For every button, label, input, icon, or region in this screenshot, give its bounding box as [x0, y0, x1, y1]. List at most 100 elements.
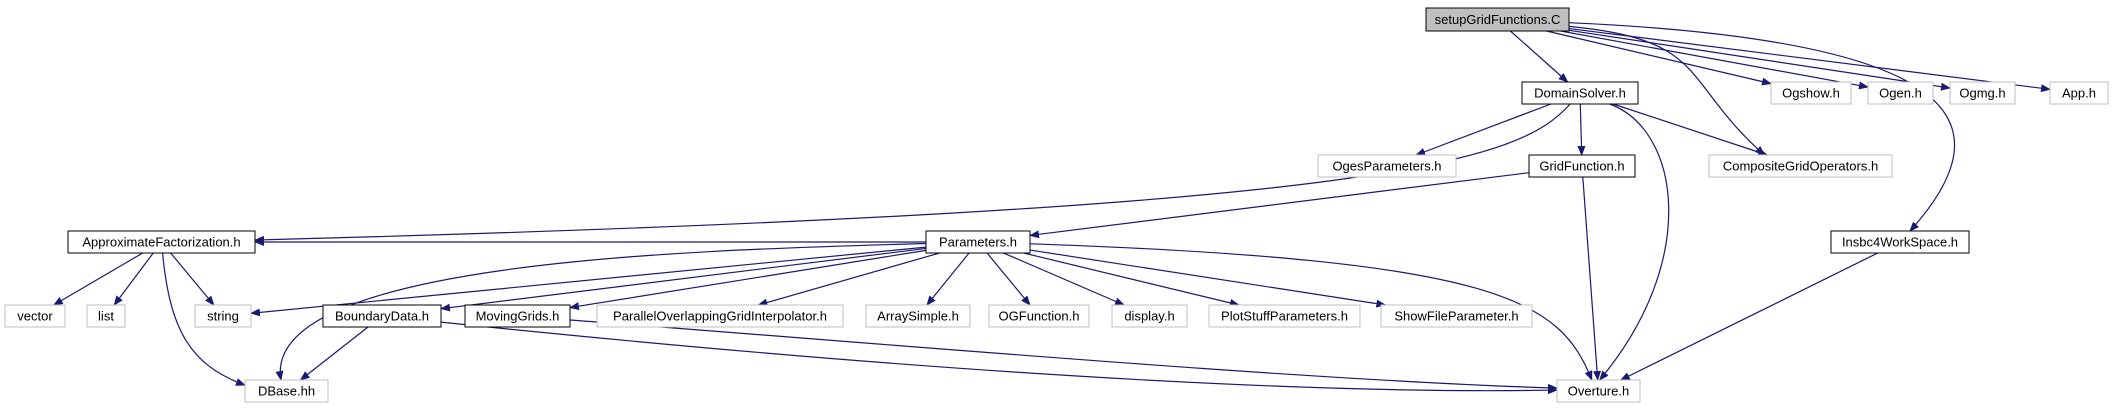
node-label: ApproximateFactorization.h — [82, 235, 240, 250]
edge-domainsolver-to-compgridops — [1613, 103, 1769, 156]
node-box — [1830, 230, 1970, 254]
node-label: ParallelOverlappingGridInterpolator.h — [613, 309, 827, 324]
node-box — [865, 304, 971, 328]
node-box — [988, 304, 1090, 328]
edge-parameters-to-string — [250, 246, 927, 317]
node-box — [2049, 81, 2109, 105]
node-box — [244, 379, 329, 403]
node-label: DBase.hh — [258, 384, 315, 399]
node-label: list — [98, 309, 114, 324]
node-box — [1380, 304, 1533, 328]
node-list: list — [86, 304, 126, 328]
edge-approxfact-to-string — [170, 252, 215, 306]
node-label: Overture.h — [1568, 384, 1629, 399]
node-approxfact[interactable]: ApproximateFactorization.h — [67, 230, 256, 254]
node-plotstuff: PlotStuffParameters.h — [1208, 304, 1361, 328]
node-label: OgesParameters.h — [1332, 159, 1441, 174]
node-box — [1708, 154, 1893, 178]
edge-parameters-to-dbase — [275, 242, 927, 381]
node-overture: Overture.h — [1556, 379, 1641, 403]
edges-layer — [52, 22, 2051, 395]
edge-setup-to-app — [1568, 27, 2051, 93]
edge-setup-to-domainsolver — [1510, 30, 1569, 83]
node-label: ShowFileParameter.h — [1394, 309, 1518, 324]
nodes-layer: setupGridFunctions.C DomainSolver.h Ogshow… — [4, 7, 2109, 403]
edge-parameters-to-overture — [1029, 243, 1593, 381]
node-box — [194, 304, 252, 328]
edge-setup-to-ogshow — [1546, 30, 1772, 86]
node-box — [1521, 81, 1639, 105]
edge-boundarydata-to-dbase — [299, 326, 369, 381]
node-label: Ogshow.h — [1782, 86, 1840, 101]
node-label: DomainSolver.h — [1534, 86, 1626, 101]
edge-domainsolver-to-overture — [1599, 103, 1670, 381]
edge-parameters-to-display — [1003, 252, 1125, 306]
node-label: PlotStuffParameters.h — [1221, 309, 1348, 324]
node-dbase: DBase.hh — [244, 379, 329, 403]
node-box — [1556, 379, 1641, 403]
edge-parameters-to-showfile — [1029, 249, 1387, 308]
node-box — [1528, 154, 1636, 178]
node-box — [596, 304, 844, 328]
node-string: string — [194, 304, 252, 328]
node-setup[interactable]: setupGridFunctions.C — [1425, 7, 1570, 32]
node-box — [67, 230, 256, 254]
node-domainsolver[interactable]: DomainSolver.h — [1521, 81, 1639, 105]
node-ogfunction: OGFunction.h — [988, 304, 1090, 328]
node-gridfunction[interactable]: GridFunction.h — [1528, 154, 1636, 178]
node-label: App.h — [2062, 86, 2096, 101]
node-box — [1111, 304, 1188, 328]
edge-gridfunction-to-parameters — [1029, 172, 1530, 239]
edge-approxfact-to-list — [113, 252, 154, 306]
node-ogen: Ogen.h — [1867, 81, 1934, 105]
node-label: ArraySimple.h — [877, 309, 959, 324]
edge-setup-to-ogen — [1560, 30, 1869, 90]
node-boundarydata[interactable]: BoundaryData.h — [322, 304, 442, 328]
node-label: Ogen.h — [1879, 86, 1922, 101]
node-compgridops: CompositeGridOperators.h — [1708, 154, 1893, 178]
node-insbc4[interactable]: Insbc4WorkSpace.h — [1830, 230, 1970, 254]
node-label: vector — [17, 309, 53, 324]
edge-gridfunction-to-overture — [1582, 176, 1602, 381]
edge-setup-to-insbc4 — [1568, 22, 1956, 232]
node-label: OGFunction.h — [999, 309, 1080, 324]
node-box — [86, 304, 126, 328]
edge-domainsolver-to-ogesparams — [1415, 103, 1552, 156]
node-display: display.h — [1111, 304, 1188, 328]
edge-domainsolver-to-gridfunction — [1577, 103, 1586, 156]
edge-parameters-to-boundarydata — [440, 247, 927, 312]
node-movinggrids[interactable]: MovingGrids.h — [464, 304, 571, 328]
edge-setup-to-compgridops — [1568, 25, 1766, 156]
node-label: Parameters.h — [939, 235, 1017, 250]
edge-parameters-to-plotstuff — [1023, 252, 1240, 307]
node-parameters[interactable]: Parameters.h — [925, 230, 1031, 254]
node-label: display.h — [1124, 309, 1174, 324]
node-box — [322, 304, 442, 328]
node-box — [1867, 81, 1934, 105]
node-box — [1770, 81, 1852, 105]
node-ogmg: Ogmg.h — [1949, 81, 2016, 105]
edge-parameters-to-pogi — [757, 252, 940, 307]
node-label: CompositeGridOperators.h — [1723, 159, 1878, 174]
node-box — [4, 304, 66, 328]
edge-insbc4-to-overture — [1619, 252, 1879, 381]
node-ogesparams: OgesParameters.h — [1317, 154, 1457, 178]
node-box — [464, 304, 571, 328]
edge-setup-to-ogmg — [1568, 29, 1951, 91]
node-box — [925, 230, 1031, 254]
node-label: GridFunction.h — [1539, 159, 1624, 174]
edge-parameters-to-movinggrids — [569, 249, 927, 311]
node-vector: vector — [4, 304, 66, 328]
node-label: Insbc4WorkSpace.h — [1842, 235, 1958, 250]
edge-movinggrids-to-overture — [569, 319, 1558, 392]
node-box — [1208, 304, 1361, 328]
edge-parameters-to-arraysimple — [926, 252, 970, 306]
node-label: BoundaryData.h — [335, 309, 429, 324]
node-app: App.h — [2049, 81, 2109, 105]
edge-approxfact-to-dbase — [161, 252, 246, 386]
node-label: setupGridFunctions.C — [1435, 12, 1561, 27]
node-label: string — [207, 309, 239, 324]
node-ogshow: Ogshow.h — [1770, 81, 1852, 105]
edge-boundarydata-to-overture — [440, 321, 1558, 395]
